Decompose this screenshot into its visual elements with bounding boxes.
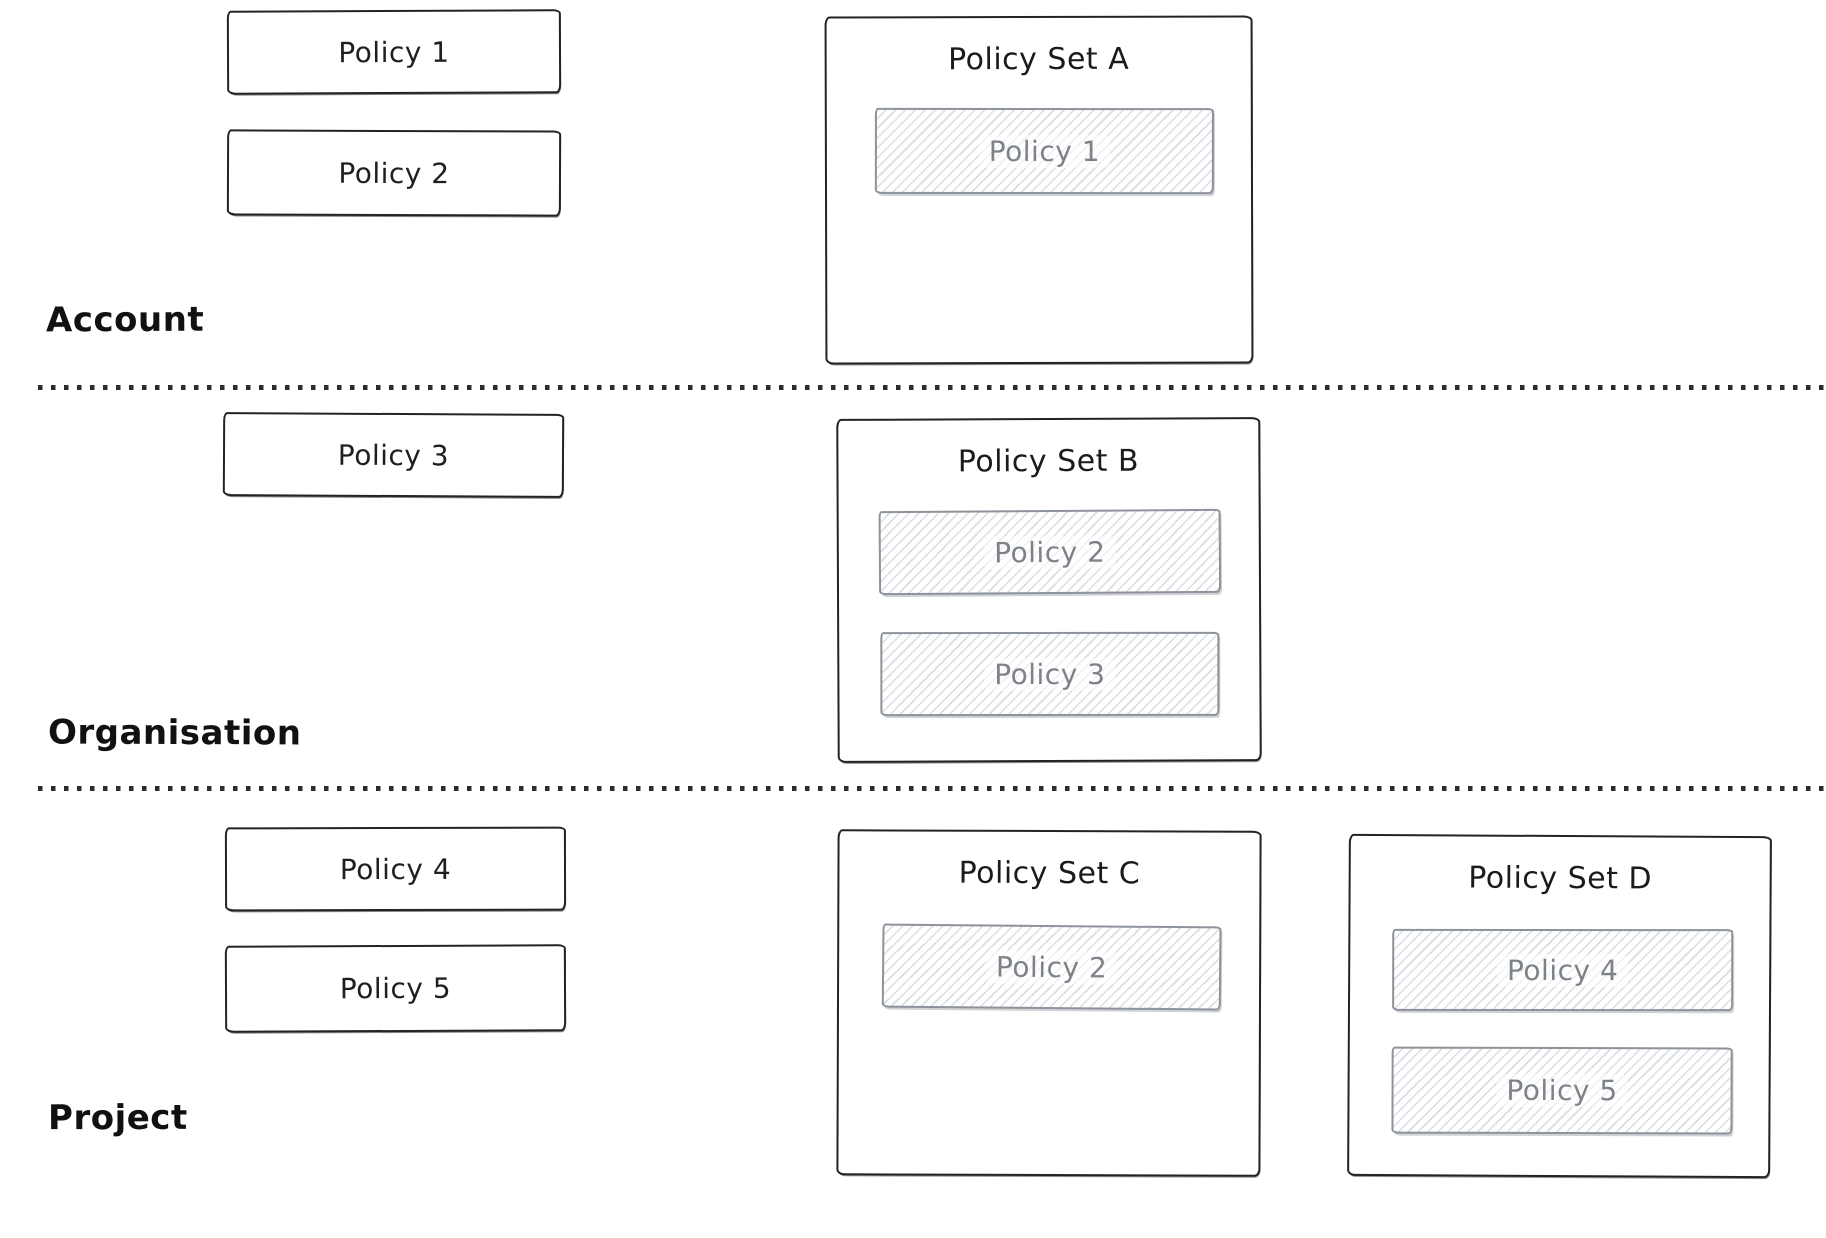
policy-label: Policy 2 [984, 535, 1116, 569]
policy-set-member: Policy 4 [1392, 928, 1734, 1012]
policy-set-member: Policy 1 [874, 107, 1214, 195]
policy-set-box: Policy Set C Policy 2 [836, 829, 1262, 1177]
policy-set-box: Policy Set B Policy 2 Policy 3 [836, 417, 1262, 763]
policy-box: Policy 4 [224, 826, 567, 912]
policy-label: Policy 5 [339, 971, 452, 1006]
policy-box: Policy 3 [222, 412, 565, 498]
tier-divider [38, 786, 1826, 791]
policy-box: Policy 1 [226, 9, 562, 95]
policy-label: Policy 2 [985, 949, 1118, 985]
tier-label: Account [45, 299, 205, 341]
policy-label: Policy 4 [1497, 953, 1629, 987]
policy-set-box: Policy Set D Policy 4 Policy 5 [1347, 833, 1772, 1179]
policy-set-member: Policy 2 [878, 508, 1222, 596]
policy-set-member: Policy 3 [880, 631, 1220, 717]
policy-box: Policy 2 [226, 129, 562, 217]
policy-label: Policy 1 [338, 35, 450, 69]
policy-set-member: Policy 5 [1391, 1046, 1733, 1135]
policy-label: Policy 4 [339, 852, 452, 886]
tier-label: Organisation [47, 712, 302, 754]
policy-box: Policy 5 [224, 944, 567, 1033]
policy-label: Policy 3 [337, 438, 450, 472]
policy-set-title: Policy Set B [957, 443, 1140, 480]
policy-set-title: Policy Set C [958, 855, 1141, 892]
policy-label: Policy 1 [978, 134, 1111, 168]
policy-set-member: Policy 2 [881, 923, 1222, 1011]
policy-set-box: Policy Set A Policy 1 [824, 15, 1254, 365]
policy-label: Policy 3 [984, 657, 1116, 691]
policy-set-title: Policy Set A [948, 41, 1130, 78]
policy-set-title: Policy Set D [1468, 860, 1653, 897]
policy-label: Policy 5 [1496, 1073, 1628, 1108]
tier-label: Project [47, 1097, 188, 1139]
policy-label: Policy 2 [338, 156, 450, 190]
tier-divider [38, 385, 1826, 390]
